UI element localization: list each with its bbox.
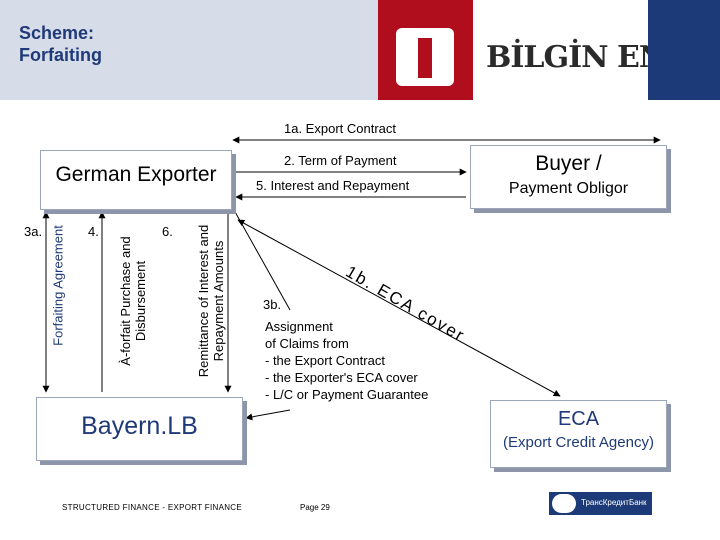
flow-2-label: 2. Term of Payment <box>284 153 397 168</box>
german-exporter-box: German Exporter <box>40 150 232 210</box>
flow-6-number: 6. <box>162 224 173 239</box>
buyer-box: Buyer / Payment Obligor <box>470 145 667 209</box>
eca-subtitle: (Export Credit Agency) <box>503 434 654 451</box>
flow-4-text: À-forfait Purchase and Disbursement <box>118 236 148 366</box>
arrow-1b <box>237 219 561 397</box>
eca-title: ECA <box>557 408 600 430</box>
flow-3b-number: 3b. <box>263 297 282 312</box>
bayernlb-label: Bayern.LB <box>81 412 198 440</box>
german-exporter-label: German Exporter <box>55 163 217 186</box>
arrow-3b <box>233 209 291 311</box>
logo-wordmark: BİLGİN ENE <box>486 40 648 75</box>
header-accent <box>648 0 720 100</box>
logo-mark-icon <box>378 0 473 100</box>
page-title: Scheme: Forfaiting <box>19 23 102 65</box>
flow-3a-number: 3a. <box>24 224 43 239</box>
bank-logo: ТрансКредитБанк <box>549 492 652 515</box>
buyer-subtitle: Payment Obligor <box>508 180 629 197</box>
flow-3b-text: Assignment of Claims from - the Export C… <box>265 319 429 402</box>
eca-box: ECA (Export Credit Agency) <box>490 400 667 468</box>
flow-6-text: Remittance of Interest and Repayment Amo… <box>196 224 226 378</box>
flow-3a-text: Forfaiting Agreement <box>50 225 66 346</box>
header-band <box>0 0 378 100</box>
bank-logo-text: ТрансКредитБанк <box>581 498 647 507</box>
footer-section-title: STRUCTURED FINANCE - EXPORT FINANCE <box>62 503 242 512</box>
flow-5-label: 5. Interest and Repayment <box>256 178 410 193</box>
bayernlb-box: Bayern.LB <box>36 397 243 461</box>
flow-4-number: 4. <box>88 224 99 239</box>
flow-1a-label: 1a. Export Contract <box>284 121 396 136</box>
footer-page-number: Page 29 <box>300 503 330 512</box>
buyer-title: Buyer / <box>535 152 602 175</box>
company-logo: BİLGİN ENE <box>378 0 648 100</box>
bank-logo-icon <box>552 494 576 513</box>
